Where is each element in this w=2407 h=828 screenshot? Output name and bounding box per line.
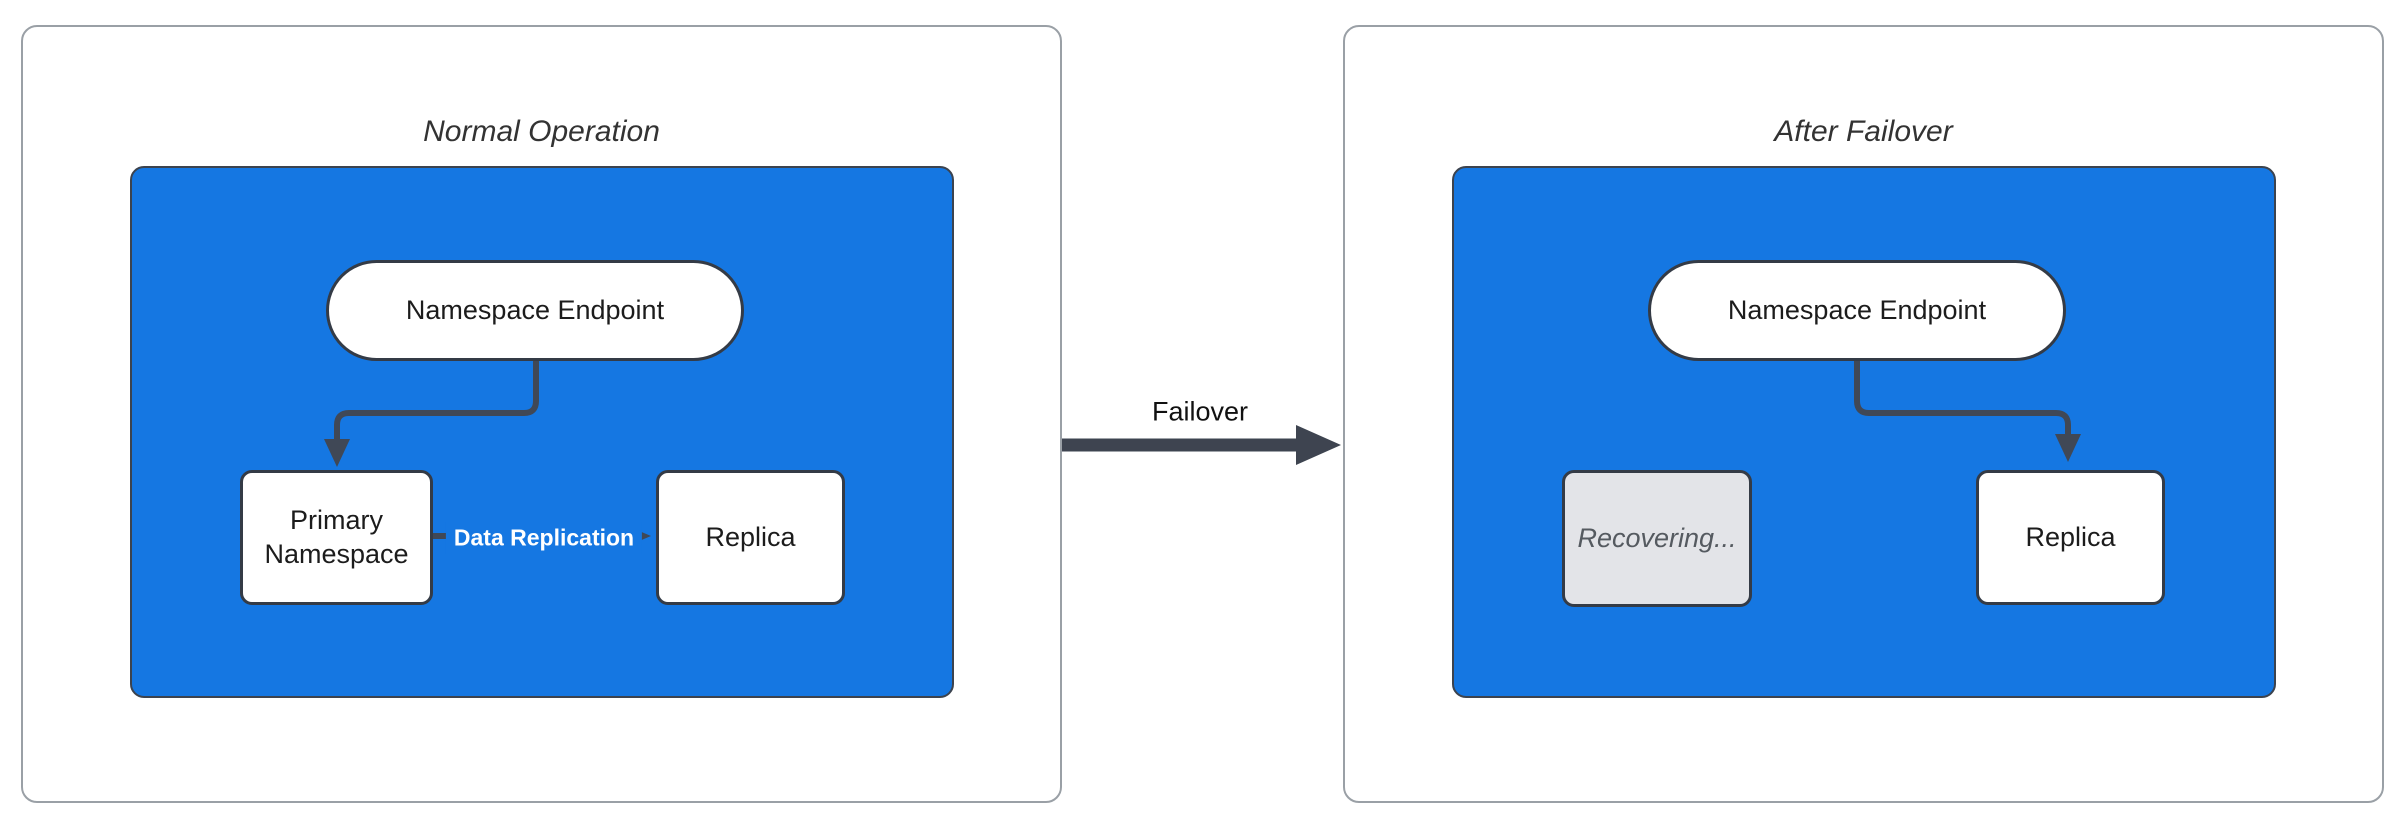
node-namespace-endpoint: Namespace Endpoint bbox=[326, 260, 744, 361]
node-label: Namespace Endpoint bbox=[1727, 294, 1987, 325]
node-label: Primary Namespace bbox=[264, 504, 409, 569]
panel-after-failover: After Failover Namespace Endpoint Recove… bbox=[1343, 25, 2384, 803]
failover-transition-label: Failover bbox=[1151, 396, 1249, 427]
namespace-container bbox=[130, 166, 954, 698]
node-primary-namespace: Primary Namespace bbox=[240, 470, 433, 605]
panel-title: Normal Operation bbox=[423, 115, 660, 148]
node-replica: Replica bbox=[1976, 470, 2165, 605]
node-namespace-endpoint: Namespace Endpoint bbox=[1648, 260, 2066, 361]
node-label: Replica bbox=[705, 521, 796, 552]
panel-title: After Failover bbox=[1774, 115, 1953, 148]
node-label: Namespace Endpoint bbox=[405, 294, 665, 325]
panel-normal-operation: Normal Operation Namespace Endpoint Prim… bbox=[21, 25, 1062, 803]
node-label: Replica bbox=[2025, 521, 2116, 552]
node-replica: Replica bbox=[656, 470, 845, 605]
namespace-container bbox=[1452, 166, 2276, 698]
node-recovering: Recovering... bbox=[1562, 470, 1752, 607]
node-label: Recovering... bbox=[1577, 522, 1737, 553]
failover-arrowhead-icon bbox=[1296, 425, 1341, 465]
edge-label-data-replication: Data Replication bbox=[445, 521, 643, 555]
